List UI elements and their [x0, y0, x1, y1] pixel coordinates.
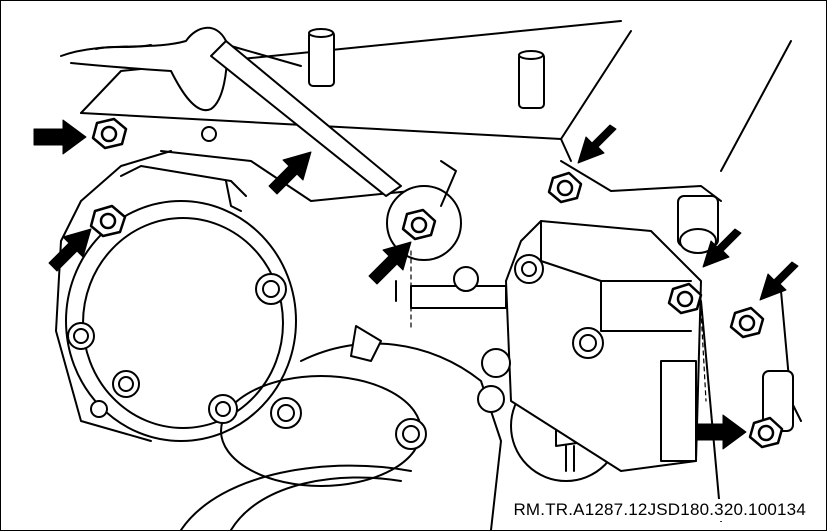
- arrow-3: [268, 151, 312, 195]
- wrench: [210, 40, 462, 261]
- bolt-5: [667, 282, 703, 315]
- arrow-4: [368, 241, 412, 285]
- bolt-1: [91, 117, 128, 150]
- dowel-pins: [308, 28, 794, 432]
- bolt-7: [748, 416, 784, 449]
- fitting: [350, 266, 511, 413]
- bolt-6: [729, 306, 765, 339]
- guide-lines: [410, 250, 707, 402]
- arrow-1: [33, 119, 87, 155]
- bolt-4: [547, 171, 583, 204]
- bolts: [67, 126, 604, 450]
- pointer-arrows: [33, 119, 799, 450]
- highlighted-bolts: [89, 117, 784, 449]
- arrow-6: [702, 228, 742, 268]
- arrow-7: [759, 261, 799, 301]
- hand: [60, 26, 228, 112]
- arrow-8: [695, 414, 747, 450]
- round-cover: [65, 165, 297, 442]
- bolt-2: [89, 204, 127, 238]
- bolt-3: [401, 208, 437, 241]
- reference-code: RM.TR.A1287.12JSD180.320.100134: [511, 499, 808, 521]
- arrow-2: [48, 228, 92, 272]
- arrow-5: [577, 124, 617, 164]
